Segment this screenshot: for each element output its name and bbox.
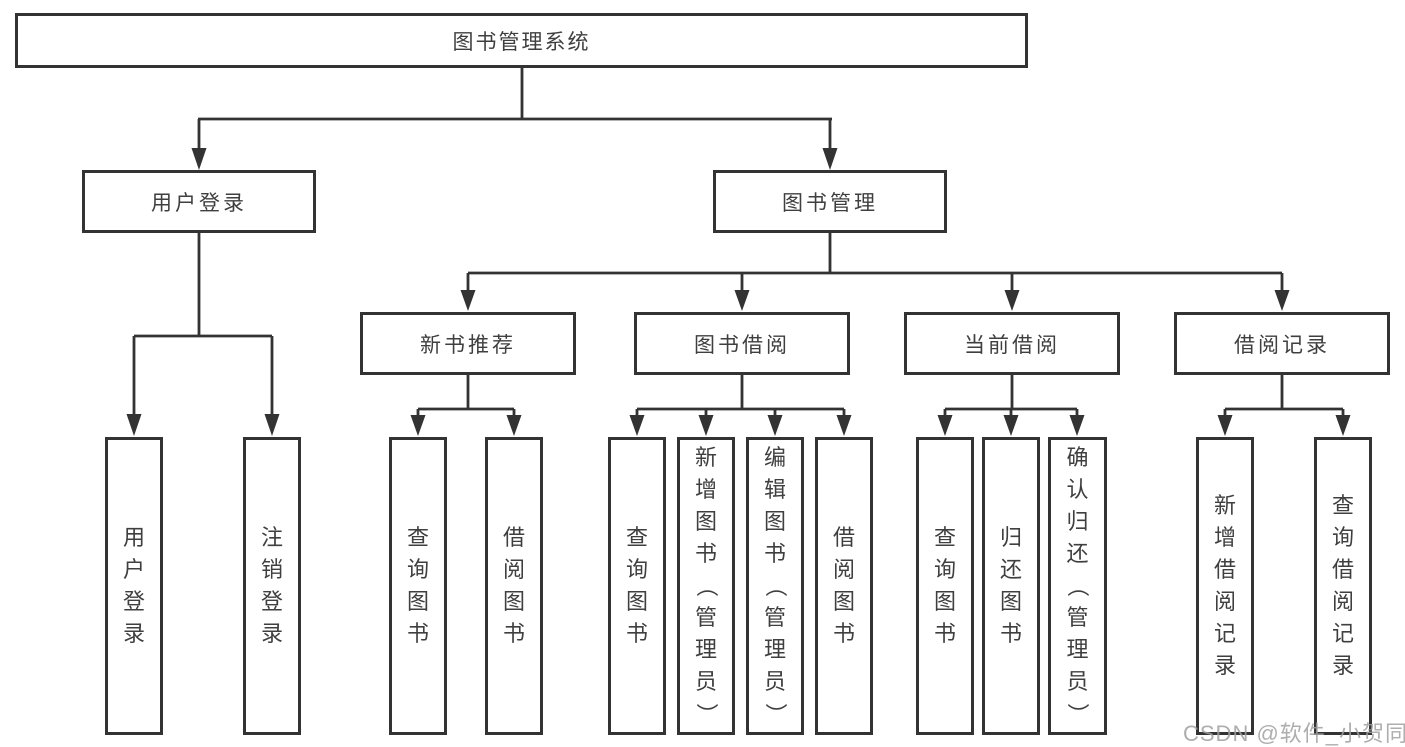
node-leaf-add-borrow-record: 新增借阅记录 [1196, 437, 1254, 735]
node-leaf-borrow-book-1: 借阅图书 [485, 437, 543, 735]
node-leaf-confirm-return-admin: 确认归还（管理员） [1048, 437, 1107, 735]
node-leaf-query-book-1: 查询图书 [389, 437, 447, 735]
node-leaf-return-book: 归还图书 [982, 437, 1040, 735]
connector-user-login-split [126, 233, 280, 436]
node-leaf-user-login: 用户登录 [105, 437, 163, 735]
node-leaf-query-borrow-record: 查询借阅记录 [1314, 437, 1372, 735]
node-leaf-logout: 注销登录 [243, 437, 301, 735]
node-root: 图书管理系统 [15, 13, 1028, 68]
connector-root-split [191, 68, 838, 170]
node-leaf-add-book-admin: 新增图书（管理员） [677, 437, 735, 735]
node-leaf-query-book-2: 查询图书 [608, 437, 666, 735]
node-leaf-query-book-3: 查询图书 [916, 437, 974, 735]
node-current-borrow: 当前借阅 [904, 312, 1120, 375]
node-leaf-borrow-book-2: 借阅图书 [815, 437, 873, 735]
connector-borrow-record-split [1217, 375, 1351, 436]
connector-new-book-split [410, 375, 522, 436]
node-book-mgmt-group: 图书管理 [713, 170, 947, 233]
node-user-login-group: 用户登录 [82, 170, 316, 233]
connector-current-borrow-split [937, 375, 1085, 436]
watermark: CSDN @软件_小贺同学 [1183, 721, 1405, 746]
connector-book-mgmt-split [460, 233, 1290, 311]
node-book-borrow: 图书借阅 [634, 312, 850, 375]
node-new-book-rec: 新书推荐 [360, 312, 576, 375]
node-leaf-edit-book-admin: 编辑图书（管理员） [746, 437, 804, 735]
connector-book-borrow-split [629, 375, 852, 436]
node-borrow-record: 借阅记录 [1174, 312, 1390, 375]
